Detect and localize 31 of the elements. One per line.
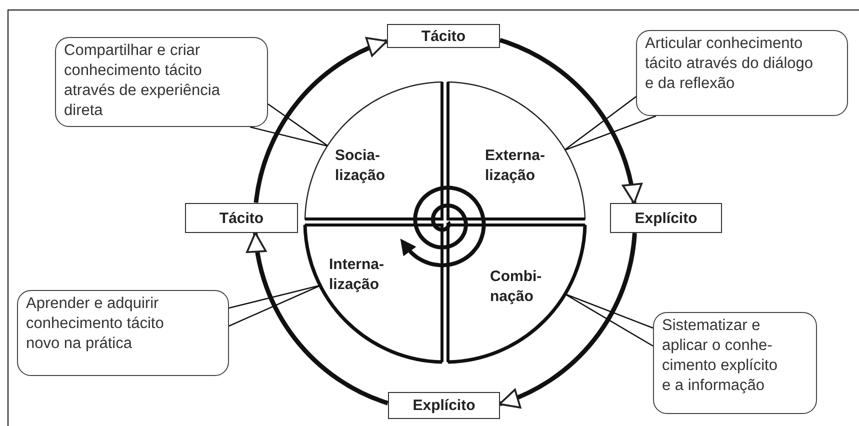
- quadrant-label: Externa- lização: [485, 146, 546, 186]
- label-box: [387, 24, 500, 48]
- quadrant-sector: [446, 224, 587, 364]
- callout-text: Compartilhar e criar conhecimento tácito através de experiência direta: [64, 41, 221, 121]
- quadrant-label: Interna- lização: [329, 255, 386, 295]
- quadrant-label: Socia- lização: [335, 146, 386, 186]
- label-text: Explícito: [412, 397, 476, 414]
- quadrant-sector: [446, 81, 586, 220]
- cycle-arrow: [254, 38, 388, 204]
- label-text: Explícito: [634, 210, 698, 226]
- label-text: Tácito: [421, 28, 466, 44]
- label-box: [610, 203, 722, 233]
- callout-box: [636, 30, 848, 116]
- label-box: [185, 203, 298, 233]
- cycle-arrow: [498, 232, 637, 408]
- callout-text: Aprender e adquirir conhecimento tácito novo na prática: [26, 294, 165, 354]
- callout-box: [17, 290, 229, 376]
- leader-line: [228, 284, 322, 327]
- quadrant-label: Combi- nação: [490, 267, 543, 307]
- callout-box: [55, 37, 268, 127]
- cycle-arrow: [247, 232, 389, 406]
- label-text: Tácito: [219, 210, 264, 226]
- quadrant-sector: [303, 224, 444, 364]
- cycle-arrow: [499, 38, 642, 204]
- callout-text: Sistematizar e aplicar o conhe- cimento explícito e a informação: [662, 316, 778, 396]
- callout-text: Articular conhecimento tácito através do diálogo e da reflexão: [645, 34, 814, 94]
- leader-line: [563, 95, 657, 152]
- callout-box: [653, 312, 817, 414]
- quadrant-sector: [304, 81, 444, 220]
- leader-line: [249, 103, 330, 147]
- label-box: [388, 392, 500, 419]
